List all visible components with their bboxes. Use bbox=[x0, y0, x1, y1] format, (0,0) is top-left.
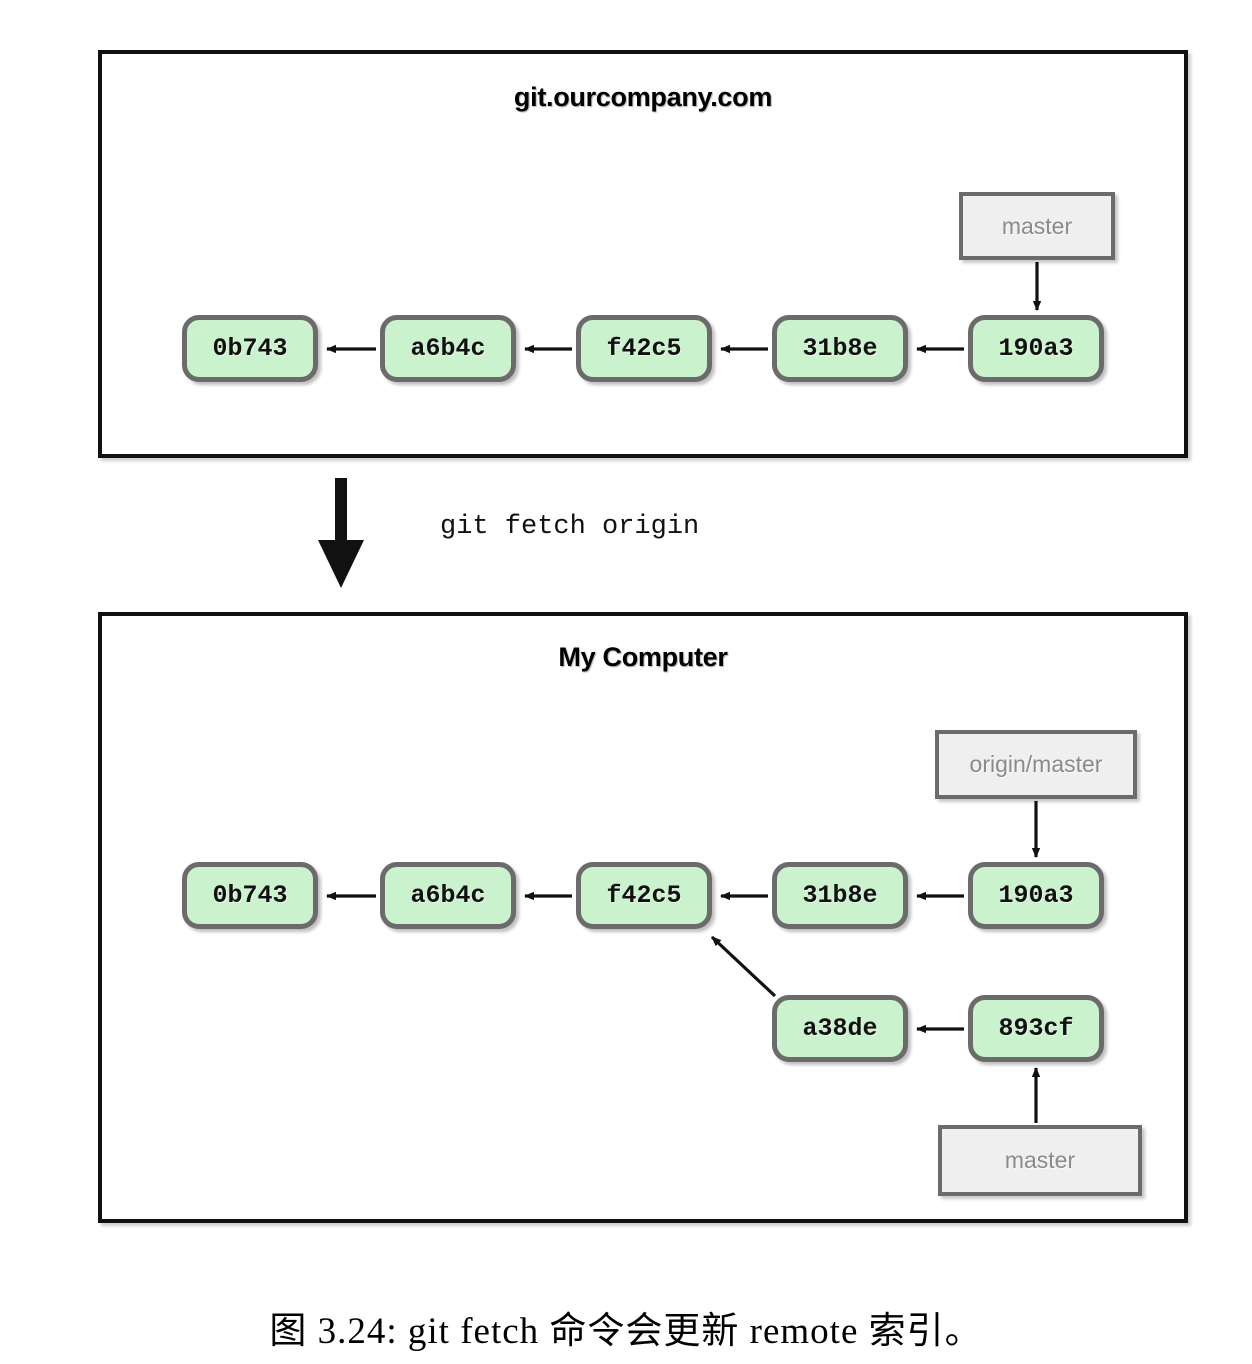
ref-box-master-remote[interactable]: master bbox=[959, 192, 1115, 260]
commit-label: f42c5 bbox=[606, 334, 682, 363]
panel-title-local: My Computer bbox=[558, 642, 728, 672]
step-command-label: git fetch origin bbox=[440, 512, 700, 542]
ref-box-master-local[interactable]: master bbox=[938, 1125, 1142, 1196]
commit-node-190a3-remote[interactable]: 190a3 bbox=[968, 315, 1104, 382]
commit-node-31b8e-remote[interactable]: 31b8e bbox=[772, 315, 908, 382]
commit-label: 893cf bbox=[998, 1014, 1074, 1043]
commit-node-31b8e-local[interactable]: 31b8e bbox=[772, 862, 908, 929]
figure-caption: 图 3.24: git fetch 命令会更新 remote 索引。 bbox=[269, 1311, 983, 1352]
panel-title-remote: git.ourcompany.com bbox=[513, 82, 773, 112]
commit-node-0b743-remote[interactable]: 0b743 bbox=[182, 315, 318, 382]
commit-label: 190a3 bbox=[998, 881, 1074, 910]
commit-node-893cf-local[interactable]: 893cf bbox=[968, 995, 1104, 1062]
commit-label: a38de bbox=[802, 1014, 878, 1043]
commit-label: 0b743 bbox=[212, 881, 288, 910]
ref-box-origin-master[interactable]: origin/master bbox=[935, 730, 1137, 799]
commit-node-f42c5-remote[interactable]: f42c5 bbox=[576, 315, 712, 382]
commit-node-0b743-local[interactable]: 0b743 bbox=[182, 862, 318, 929]
commit-label: 0b743 bbox=[212, 334, 288, 363]
commit-label: 31b8e bbox=[802, 334, 878, 363]
commit-node-a38de-local[interactable]: a38de bbox=[772, 995, 908, 1062]
commit-node-190a3-local[interactable]: 190a3 bbox=[968, 862, 1104, 929]
commit-label: f42c5 bbox=[606, 881, 682, 910]
step-arrow-icon bbox=[318, 478, 364, 588]
ref-label: master bbox=[1001, 212, 1073, 239]
commit-label: a6b4c bbox=[410, 881, 486, 910]
commit-label: 190a3 bbox=[998, 334, 1074, 363]
commit-label: 31b8e bbox=[802, 881, 878, 910]
commit-label: a6b4c bbox=[410, 334, 486, 363]
ref-label: master bbox=[1004, 1147, 1076, 1173]
commit-node-a6b4c-local[interactable]: a6b4c bbox=[380, 862, 516, 929]
commit-node-f42c5-local[interactable]: f42c5 bbox=[576, 862, 712, 929]
ref-label: origin/master bbox=[969, 751, 1103, 777]
commit-node-a6b4c-remote[interactable]: a6b4c bbox=[380, 315, 516, 382]
